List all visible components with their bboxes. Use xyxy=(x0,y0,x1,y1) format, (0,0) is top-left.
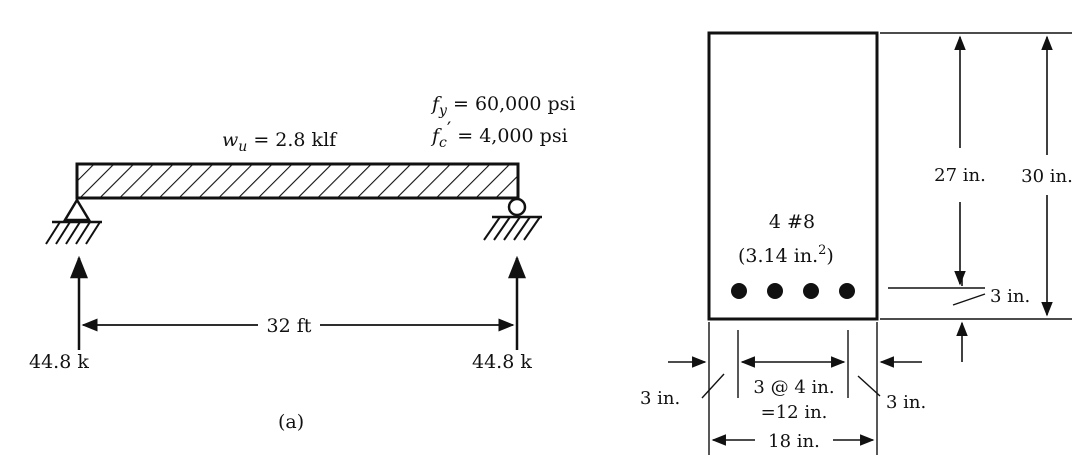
reaction-right-label: 44.8 k xyxy=(472,351,532,373)
section-outline xyxy=(707,31,879,321)
edge-left-label: 3 in. xyxy=(640,388,680,409)
rebar-dot xyxy=(839,283,855,299)
edge-right-label: 3 in. xyxy=(886,392,926,413)
width-label: 18 in. xyxy=(768,431,820,452)
rebar-dot xyxy=(803,283,819,299)
rebar-dot xyxy=(731,283,747,299)
roller-support-icon xyxy=(483,197,542,241)
fy-label: fy = 60,000 psi xyxy=(430,93,575,119)
cross-section-diagram: 4 #8 (3.14 in.2) 27 in. 30 in. 3 in. xyxy=(640,31,1073,455)
rebar-group xyxy=(731,283,855,299)
bar-label: 4 #8 xyxy=(769,211,815,233)
spacing-total-label: =12 in. xyxy=(761,402,828,423)
fc-label: fc′ = 4,000 psi xyxy=(430,118,568,151)
effective-depth-label: 27 in. xyxy=(934,165,986,186)
reaction-left-label: 44.8 k xyxy=(29,351,89,373)
spacing-label: 3 @ 4 in. xyxy=(753,377,834,398)
total-height-label: 30 in. xyxy=(1021,166,1073,187)
rebar-dot xyxy=(767,283,783,299)
beam-body xyxy=(75,162,520,200)
cover-bottom-label: 3 in. xyxy=(990,286,1030,307)
span-label: 32 ft xyxy=(267,315,312,337)
bar-area-label: (3.14 in.2) xyxy=(738,243,834,267)
load-label: wu = 2.8 klf xyxy=(222,129,338,155)
caption-label: (a) xyxy=(278,411,304,433)
beam-diagram: 32 ft wu = 2.8 klf fy = 60,000 psi fc′ =… xyxy=(29,93,575,433)
pin-support-icon xyxy=(45,197,102,245)
